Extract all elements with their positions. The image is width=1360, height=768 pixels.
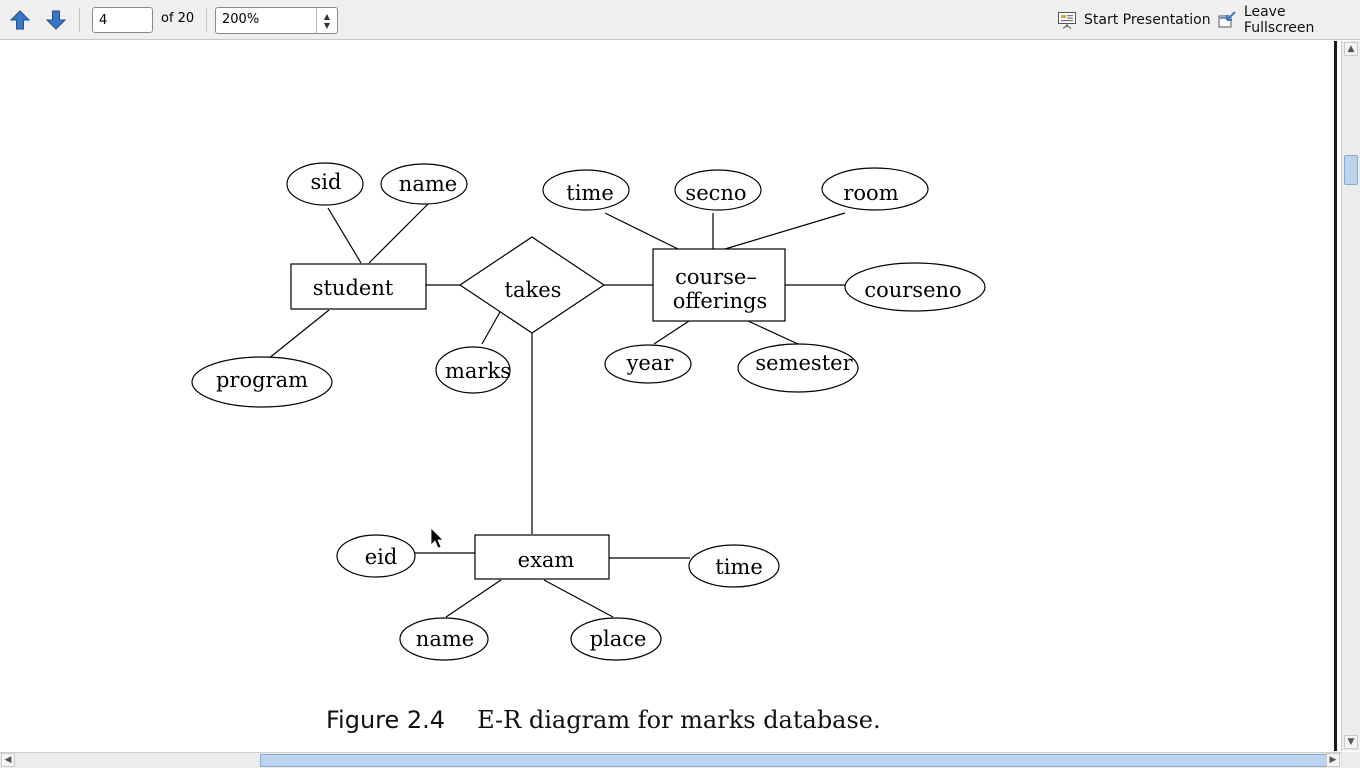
attribute-semester (737, 343, 859, 393)
start-presentation-button[interactable]: Start Presentation (1057, 8, 1211, 32)
chevron-up-icon: ▲ (1347, 44, 1355, 54)
scrollbar-corner (1341, 752, 1360, 768)
attribute-program (191, 356, 333, 408)
vertical-scrollbar[interactable]: ▲ ▼ (1341, 41, 1360, 751)
attribute-eid (336, 534, 416, 578)
page-number-input[interactable] (92, 7, 153, 33)
entity-student-label: student (313, 276, 394, 300)
attribute-exam-time (688, 544, 780, 588)
toolbar: of 20 200% ▲ ▼ Start Presentation Leave … (0, 0, 1360, 40)
attribute-program-label: program (216, 368, 308, 392)
relationship-takes (458, 236, 606, 334)
leave-fullscreen-icon (1218, 11, 1236, 28)
attribute-student-name (380, 163, 468, 205)
chevron-down-icon: ▼ (1347, 737, 1355, 747)
page-count-label: of 20 (161, 11, 195, 26)
start-presentation-label: Start Presentation (1084, 12, 1211, 28)
attribute-room-label: room (843, 181, 898, 205)
attribute-exam-name (399, 617, 489, 661)
attribute-year (604, 344, 692, 384)
attribute-sid (286, 162, 364, 206)
connector-lines (267, 203, 846, 618)
attribute-co-time (542, 169, 630, 211)
relationship-takes-label: takes (505, 278, 562, 302)
attribute-courseno (844, 262, 986, 312)
leave-fullscreen-label: Leave Fullscreen (1243, 4, 1315, 36)
attribute-eid-label: eid (365, 545, 398, 569)
attribute-marks-label: marks (445, 359, 511, 383)
spinner-up-icon: ▲ (323, 11, 331, 21)
attribute-student-name-label: name (399, 172, 457, 196)
scroll-up-button[interactable]: ▲ (1344, 42, 1358, 56)
presentation-icon (1058, 12, 1076, 29)
scroll-down-button[interactable]: ▼ (1344, 735, 1358, 749)
entity-exam (474, 534, 610, 580)
attribute-exam-name-label: name (416, 627, 474, 651)
attribute-semester-label: semester (755, 351, 853, 375)
toolbar-separator (79, 8, 80, 32)
entity-course-offerings (652, 248, 786, 322)
figure-number: Figure 2.4 (326, 706, 446, 734)
toolbar-separator (206, 8, 207, 32)
scroll-left-button[interactable]: ◀ (1, 753, 15, 767)
page-edge (1334, 41, 1337, 751)
attribute-sid-label: sid (311, 170, 342, 194)
scroll-right-button[interactable]: ▶ (1326, 753, 1340, 767)
entity-course-offerings-label-1: course– (675, 265, 757, 289)
mouse-cursor-icon (430, 527, 444, 549)
vertical-scroll-thumb[interactable] (1344, 155, 1358, 185)
attribute-room (821, 167, 929, 211)
leave-fullscreen-button[interactable]: Leave Fullscreen (1217, 4, 1360, 36)
attribute-place (570, 617, 662, 661)
chevron-right-icon: ▶ (1329, 755, 1337, 765)
attribute-co-time-label: time (566, 181, 614, 205)
figure-caption-text: E-R diagram for marks database. (477, 706, 881, 734)
attribute-courseno-label: courseno (864, 278, 961, 302)
arrow-down-icon (45, 10, 67, 30)
figure-caption: Figure 2.4 E-R diagram for marks database… (326, 706, 881, 734)
zoom-select[interactable]: 200% ▲ ▼ (215, 7, 338, 34)
horizontal-scroll-thumb[interactable] (260, 754, 1328, 767)
zoom-spinner[interactable]: ▲ ▼ (316, 8, 337, 33)
attribute-secno (674, 169, 762, 211)
chevron-left-icon: ◀ (4, 755, 12, 765)
attribute-secno-label: secno (685, 181, 746, 205)
spinner-down-icon: ▼ (323, 20, 331, 30)
entity-exam-label: exam (518, 548, 575, 572)
er-diagram: student takes course– offerings exam sid (191, 162, 986, 661)
attribute-place-label: place (590, 627, 647, 651)
next-page-button[interactable] (44, 8, 68, 32)
zoom-value: 200% (222, 12, 260, 27)
entity-course-offerings-label-2: offerings (673, 289, 768, 313)
horizontal-scrollbar[interactable]: ◀ ▶ (0, 752, 1341, 768)
attribute-year-label: year (626, 351, 675, 375)
previous-page-button[interactable] (8, 8, 32, 32)
arrow-up-icon (9, 10, 31, 30)
attribute-marks (435, 346, 511, 394)
document-viewport[interactable]: student takes course– offerings exam sid (0, 41, 1336, 751)
attribute-exam-time-label: time (715, 555, 763, 579)
entity-student (290, 263, 427, 310)
